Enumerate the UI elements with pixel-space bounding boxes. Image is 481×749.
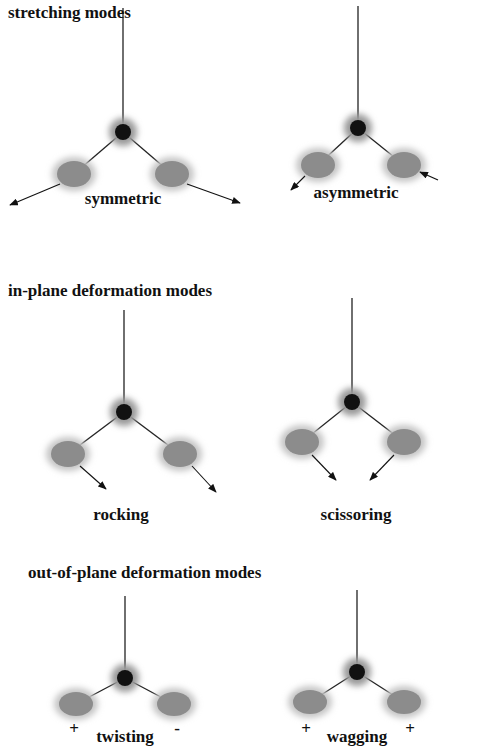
atom-halo: [382, 148, 426, 182]
phase-sign: +: [69, 720, 79, 737]
atom-halo: [46, 437, 90, 471]
motion-arrow: [370, 455, 394, 480]
mode-name: rocking: [93, 506, 148, 523]
atom-halo: [280, 425, 324, 459]
bond: [122, 8, 123, 132]
hydrogen-atom: [293, 690, 327, 714]
hydrogen-atom: [301, 152, 335, 178]
hydrogen-atom: [51, 441, 85, 467]
central-atom: [117, 670, 133, 686]
central-atom: [344, 394, 360, 410]
motion-arrow: [187, 184, 240, 203]
motion-arrow: [80, 466, 106, 489]
motion-arrow: [291, 176, 305, 190]
hydrogen-atom: [157, 692, 191, 716]
phase-sign: +: [301, 720, 311, 737]
atom-halo: [158, 437, 202, 471]
atom-halo: [296, 148, 340, 182]
hydrogen-atom: [163, 441, 197, 467]
mode-name: symmetric: [85, 190, 161, 207]
mode-name: wagging: [327, 728, 387, 745]
central-atom: [115, 124, 131, 140]
bond: [123, 310, 124, 412]
motion-arrow: [420, 172, 438, 180]
hydrogen-atom: [387, 690, 421, 714]
section-heading: out-of-plane deformation modes: [28, 564, 261, 581]
motion-arrow: [192, 466, 216, 492]
central-atom: [116, 404, 132, 420]
mode-name: twisting: [96, 728, 154, 745]
hydrogen-atom: [285, 429, 319, 455]
hydrogen-atom: [155, 161, 189, 187]
phase-sign: -: [174, 720, 180, 737]
atom-halo: [338, 388, 366, 416]
atom-halo: [343, 658, 371, 686]
atom-halo: [52, 157, 96, 191]
mode-name: scissoring: [321, 506, 392, 523]
atom-halo: [344, 114, 372, 142]
atom-halo: [109, 118, 137, 146]
phase-sign: +: [405, 720, 415, 737]
hydrogen-atom: [59, 692, 93, 716]
hydrogen-atom: [387, 152, 421, 178]
hydrogen-atom: [57, 161, 91, 187]
atom-halo: [288, 686, 332, 718]
central-atom: [349, 664, 365, 680]
bond: [351, 298, 352, 402]
atom-halo: [152, 688, 196, 720]
atom-halo: [54, 688, 98, 720]
atom-halo: [382, 686, 426, 718]
atom-halo: [110, 398, 138, 426]
motion-arrow: [312, 455, 336, 480]
motion-arrow: [10, 184, 60, 205]
atom-halo: [150, 157, 194, 191]
section-heading: in-plane deformation modes: [8, 282, 212, 299]
hydrogen-atom: [387, 429, 421, 455]
atom-halo: [111, 664, 139, 692]
mode-name: asymmetric: [314, 184, 399, 201]
central-atom: [350, 120, 366, 136]
atom-halo: [382, 425, 426, 459]
bond: [357, 6, 358, 128]
section-heading: stretching modes: [8, 4, 131, 21]
